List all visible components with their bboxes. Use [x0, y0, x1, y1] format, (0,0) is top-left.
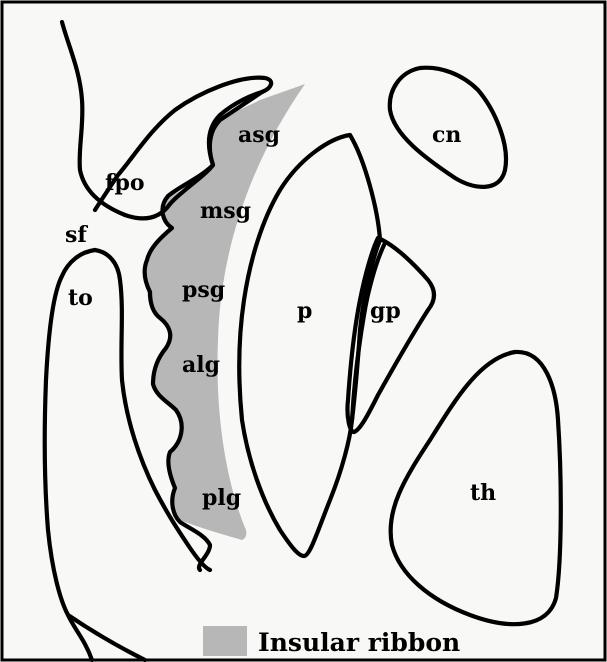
label-fpo: fpo: [105, 170, 145, 196]
label-alg: alg: [182, 352, 220, 378]
label-sf: sf: [65, 222, 88, 248]
label-msg: msg: [200, 198, 251, 224]
temporal-operculum-outline: [45, 250, 95, 660]
label-p: p: [297, 298, 312, 324]
label-to: to: [68, 285, 93, 311]
label-plg: plg: [202, 485, 241, 511]
label-psg: psg: [182, 277, 225, 303]
legend-label: Insular ribbon: [258, 628, 460, 657]
legend-swatch: [203, 626, 247, 656]
legend: Insular ribbon: [203, 626, 460, 657]
label-cn: cn: [432, 122, 461, 148]
label-asg: asg: [238, 122, 280, 148]
label-th: th: [470, 480, 496, 506]
label-gp: gp: [370, 298, 401, 324]
